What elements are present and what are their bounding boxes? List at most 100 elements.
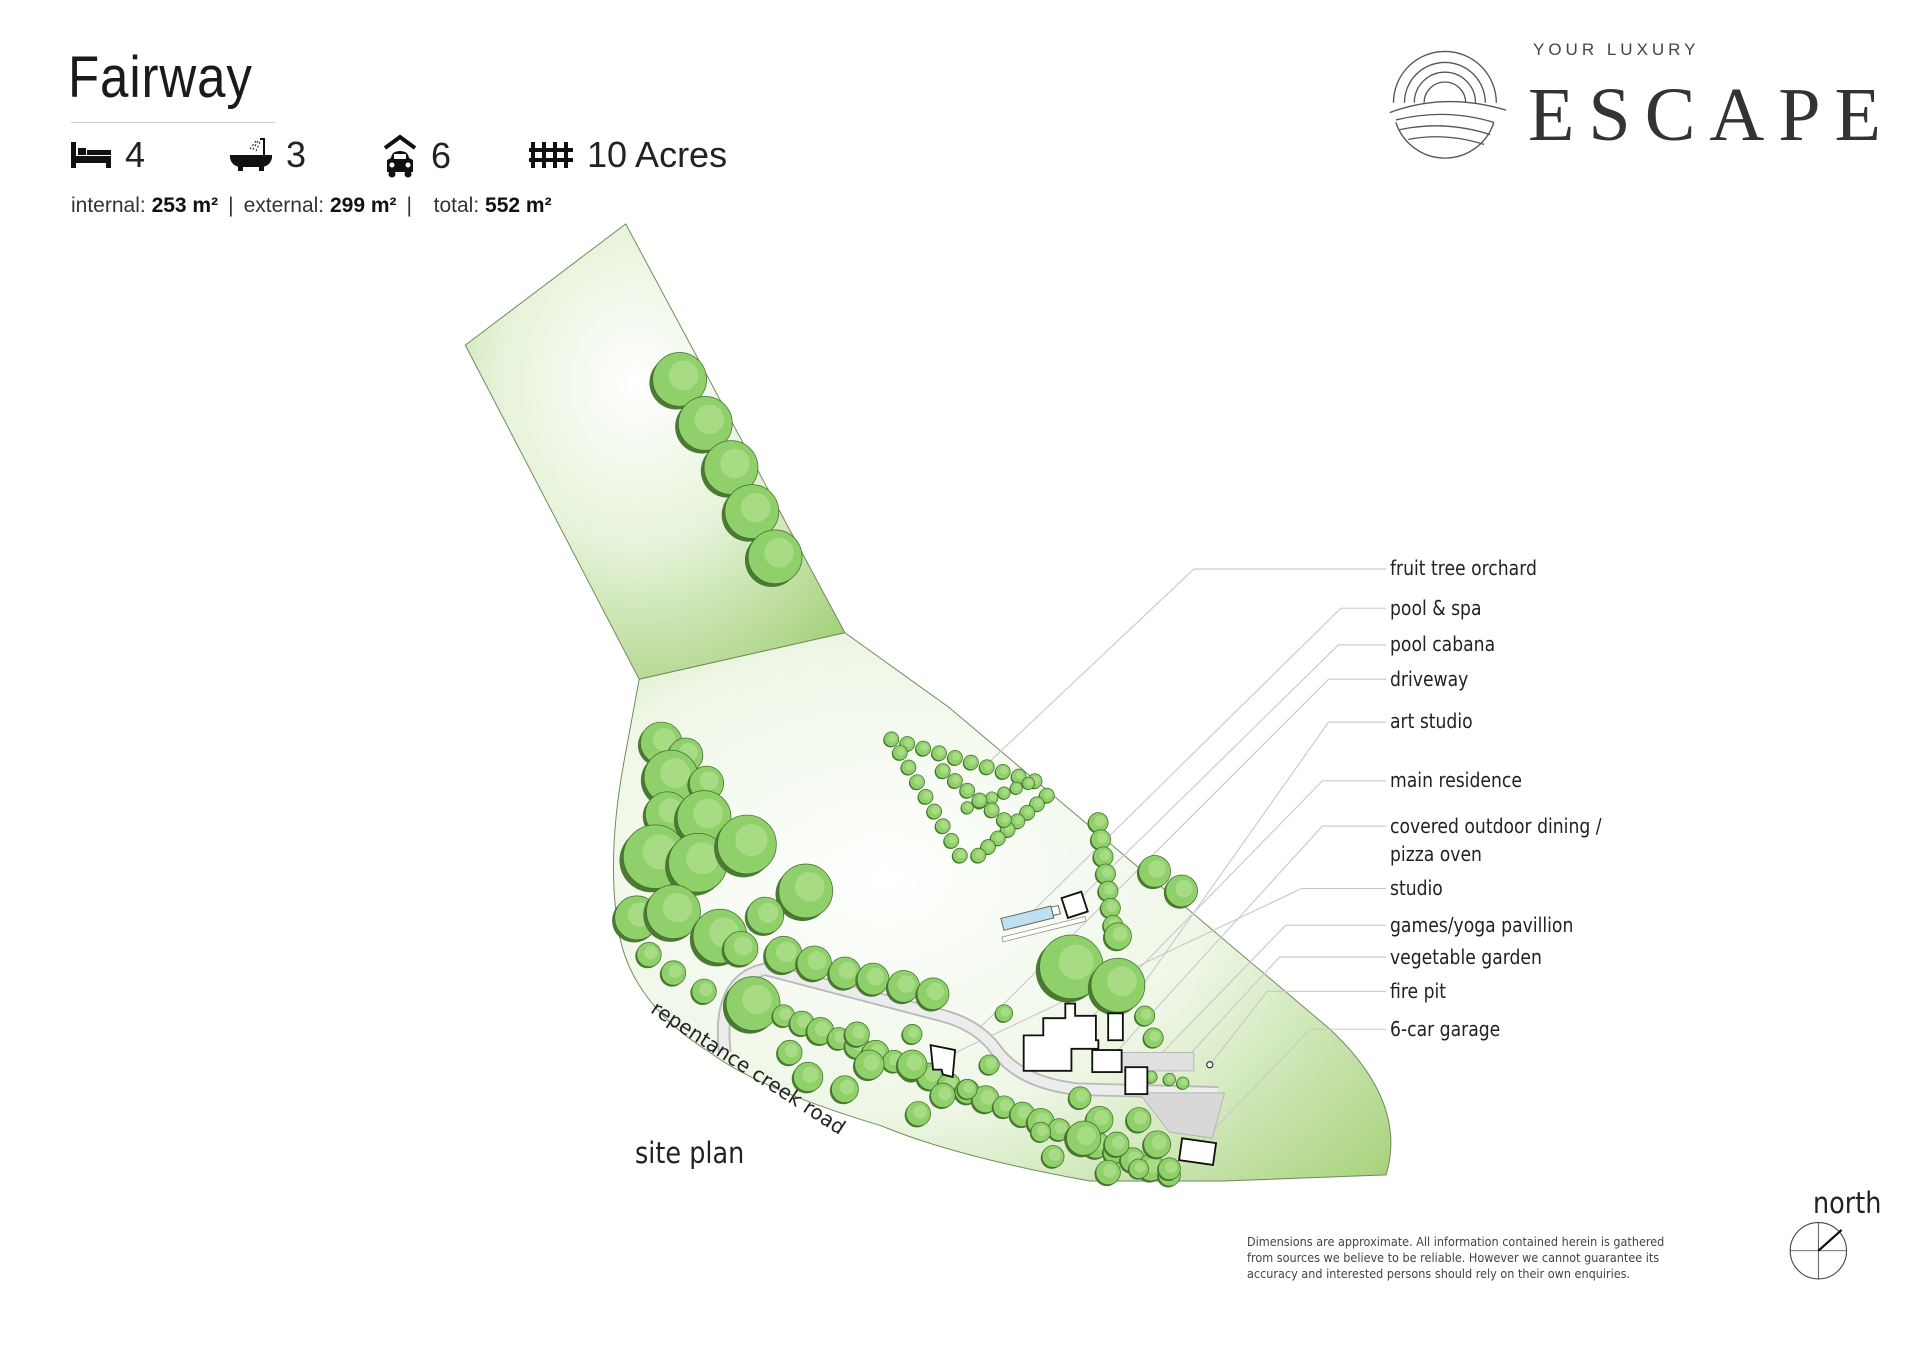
feature-label: art studio [1389,709,1473,734]
tree [1162,1072,1176,1087]
tree [929,1082,956,1110]
tree [1133,1005,1156,1027]
bath-icon [230,138,272,171]
tree [1157,1157,1181,1182]
tree [959,782,976,799]
tree [934,763,951,780]
total-area-label: total: [433,194,480,217]
site-plan-title: site plan [635,1136,745,1170]
leader-line [1025,607,1387,919]
tree [827,956,862,991]
tree [934,818,951,835]
tree [994,1004,1014,1023]
tree [1094,1159,1121,1187]
tree [1089,829,1111,851]
tree [700,440,759,498]
art-studio [1107,1012,1124,1042]
upper-paddock [464,223,846,680]
tree [984,791,999,805]
feature-label: 6-car garage [1389,1016,1501,1041]
tree [635,941,662,969]
tree [1038,787,1055,804]
bedrooms-count: 4 [125,134,146,175]
feature-label: pool & spa [1389,595,1482,620]
internal-area-value: 253 m² [151,194,219,217]
tree [788,1010,815,1038]
feature-label: studio [1389,875,1443,900]
total-area-value: 552 m² [485,194,552,217]
tree [915,977,950,1012]
tree [1125,1107,1152,1134]
leader-line [1209,990,1387,1066]
tree [722,976,781,1034]
games-yoga-pavillion [929,1044,957,1079]
tree [744,529,803,587]
logo-mark [1389,50,1507,159]
feature-label: covered outdoor dining / [1389,813,1602,838]
buildings [929,890,1218,1166]
feature-label: vegetable garden [1389,944,1542,969]
bathrooms-stat: 3 [230,134,306,176]
land-size-stat: 10 Acres [529,134,727,176]
covered-outdoor-dining [1091,1049,1123,1073]
tree [1040,1145,1065,1169]
feature-label: games/yoga pavillion [1389,912,1574,937]
car-spaces-count: 6 [431,135,452,176]
leader-line [1074,644,1387,904]
tree [1094,863,1116,885]
tree [994,764,1011,780]
tree [714,814,777,878]
internal-area-label: internal: [71,194,146,217]
tree [673,790,732,848]
floor-areas: internal: 253 m²|external: 299 m²| total… [71,194,552,217]
tree [829,1075,859,1105]
tree [1142,1027,1164,1049]
tree [659,960,687,987]
feature-label: fruit tree orchard [1389,556,1537,581]
leader-lines [942,568,1387,1151]
north-compass-icon [1789,1222,1848,1280]
tree [1103,1131,1130,1158]
tree [885,970,920,1005]
car-spaces-stat: 6 [383,134,451,178]
tree [643,884,701,942]
tree [901,1023,923,1046]
tree [900,759,917,776]
leader-line [1162,956,1387,1084]
pool-cabana [1060,890,1089,920]
tree [1021,776,1036,791]
tree [1087,957,1146,1016]
tree [1163,874,1198,909]
property-name: Fairway [68,45,253,110]
tree [978,759,995,776]
tree [1009,781,1023,795]
tree [960,801,974,815]
tree [978,1054,1000,1076]
tree [979,839,996,856]
tree [1010,768,1027,785]
tree [721,484,780,542]
tree [649,352,707,410]
feature-label: driveway [1389,666,1469,691]
leader-line [979,568,1387,772]
tree [883,731,900,748]
logo-tagline: YOUR LUXURY [1533,40,1700,59]
tree [915,740,931,757]
tree [1067,1086,1092,1111]
land-parcel [464,223,1392,1182]
tree [946,750,963,767]
trees [612,352,1198,1188]
feature-label: main residence [1389,768,1522,793]
tree [971,792,988,809]
tree [1102,922,1132,952]
north-label: north [1813,1186,1882,1220]
feature-label: pizza oven [1389,841,1482,866]
tree [852,1049,885,1082]
pool-and-spa [1000,904,1087,943]
leader-line [1116,721,1387,1023]
tree [721,930,759,968]
leader-line [1138,924,1387,1078]
tree [1142,1130,1171,1160]
fence-icon [529,142,573,168]
